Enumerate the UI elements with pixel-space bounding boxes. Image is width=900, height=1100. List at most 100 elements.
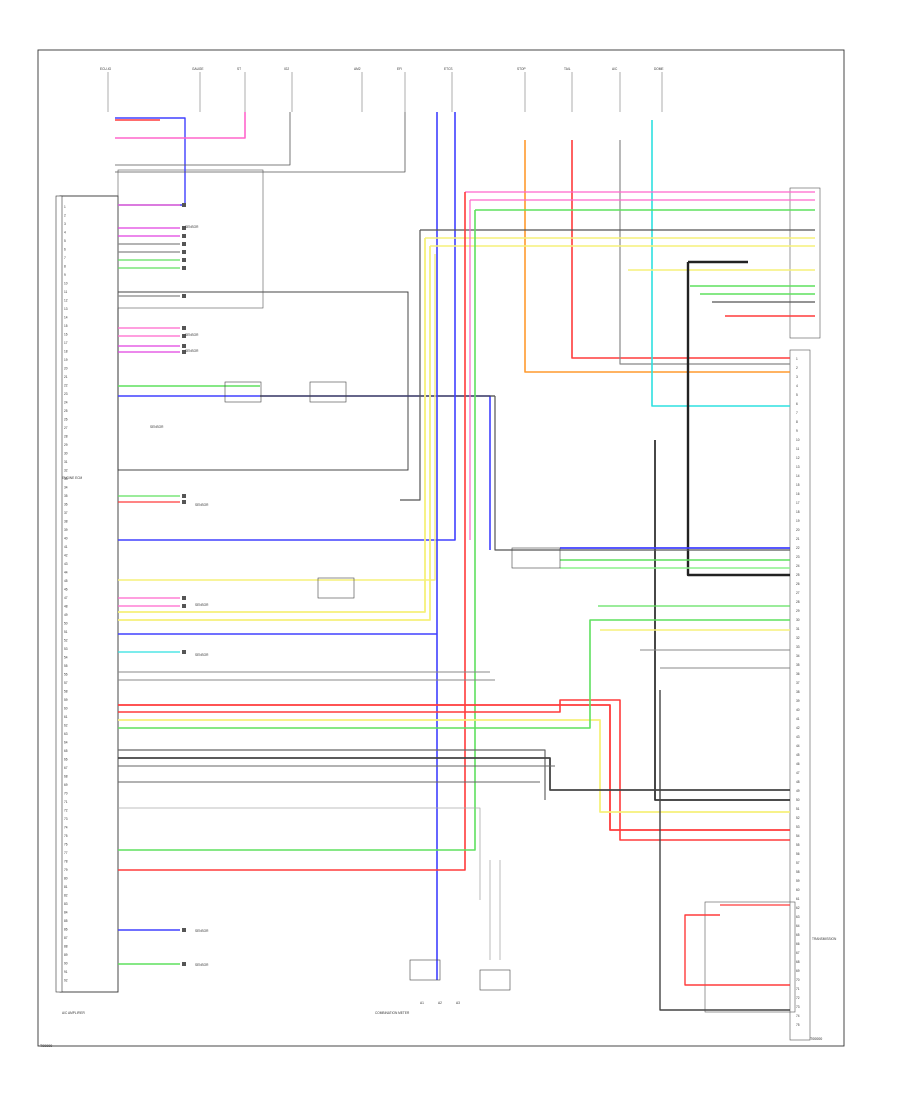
fuse-label-7: STOP xyxy=(517,67,526,71)
right-pin-75: 75 xyxy=(796,1023,800,1027)
bottom-component-1 xyxy=(409,959,441,981)
right-pin-52: 52 xyxy=(796,816,800,820)
sensor-label-s2: SENSOR xyxy=(185,333,199,337)
right-pin-68: 68 xyxy=(796,960,800,964)
fuse-label-3: IG2 xyxy=(284,67,289,71)
fuse-label-4: AM2 xyxy=(354,67,361,71)
right-pin-31: 31 xyxy=(796,627,800,631)
right-pin-13: 13 xyxy=(796,465,800,469)
ecm-pin-53: 53 xyxy=(64,647,68,651)
ecm-pin-34: 34 xyxy=(64,486,68,490)
ecm-pin-64: 64 xyxy=(64,741,68,745)
right-pin-12: 12 xyxy=(796,456,800,460)
ecm-pin-52: 52 xyxy=(64,639,68,643)
ecm-pin-84: 84 xyxy=(64,911,68,915)
ecm-pin-85: 85 xyxy=(64,919,68,923)
ecm-pin-11: 11 xyxy=(64,290,68,294)
wire-gray-c xyxy=(118,749,546,800)
ecm-pin-70: 70 xyxy=(64,792,68,796)
ecm-pin-16: 16 xyxy=(64,333,68,337)
ecm-pin-80: 80 xyxy=(64,877,68,881)
right-pin-29: 29 xyxy=(796,609,800,613)
ecm-pin-48: 48 xyxy=(64,605,68,609)
ecm-pin-15: 15 xyxy=(64,324,68,328)
right-pin-27: 27 xyxy=(796,591,800,595)
right-pin-30: 30 xyxy=(796,618,800,622)
ecm-pin-91: 91 xyxy=(64,970,68,974)
right-pin-6: 6 xyxy=(796,402,798,406)
ecm-pin-57: 57 xyxy=(64,681,68,685)
wire-red-2 xyxy=(571,140,790,359)
ecm-pin-71: 71 xyxy=(64,800,68,804)
footer-right-label: T00000 xyxy=(810,1037,822,1041)
right-pin-73: 73 xyxy=(796,1005,800,1009)
ecm-pin-44: 44 xyxy=(64,571,68,575)
connector-dot4-2 xyxy=(182,596,186,600)
ecm-pin-78: 78 xyxy=(64,860,68,864)
right-pin-43: 43 xyxy=(796,735,800,739)
connector-dot-0 xyxy=(182,203,186,207)
sensor-label-s9: SENSOR xyxy=(195,963,209,967)
right-pin-18: 18 xyxy=(796,510,800,514)
ecm-pin-37: 37 xyxy=(64,511,68,515)
connector-dot-1 xyxy=(182,226,186,230)
bottom-right-box xyxy=(704,901,796,1013)
ecm-pin-81: 81 xyxy=(64,885,68,889)
ecm-pin-5: 5 xyxy=(64,239,66,243)
ecm-pin-17: 17 xyxy=(64,341,68,345)
ecm-pin-36: 36 xyxy=(64,503,68,507)
ecm-pin-42: 42 xyxy=(64,554,68,558)
right-pin-61: 61 xyxy=(796,897,800,901)
ecm-pin-4: 4 xyxy=(64,231,66,235)
ecm-pin-39: 39 xyxy=(64,528,68,532)
right-pin-34: 34 xyxy=(796,654,800,658)
ecm-connector-edge xyxy=(55,195,63,993)
fuse-label-5: EFI xyxy=(397,67,402,71)
ecm-pin-88: 88 xyxy=(64,945,68,949)
right-pin-65: 65 xyxy=(796,933,800,937)
fuse-label-9: A/C xyxy=(612,67,618,71)
right-pin-20: 20 xyxy=(796,528,800,532)
ecm-pin-63: 63 xyxy=(64,732,68,736)
ecm-pin-58: 58 xyxy=(64,690,68,694)
right-pin-10: 10 xyxy=(796,438,800,442)
ecm-pin-18: 18 xyxy=(64,350,68,354)
wire-green-mid2 xyxy=(118,619,790,729)
wire-cyan xyxy=(651,120,790,407)
right-pin-46: 46 xyxy=(796,762,800,766)
right-pin-9: 9 xyxy=(796,429,798,433)
right-pin-67: 67 xyxy=(796,951,800,955)
ecm-pin-46: 46 xyxy=(64,588,68,592)
ecm-pin-51: 51 xyxy=(64,630,68,634)
ecm-pin-41: 41 xyxy=(64,545,68,549)
ecm-pin-76: 76 xyxy=(64,843,68,847)
ecm-pin-86: 86 xyxy=(64,928,68,932)
right-pin-60: 60 xyxy=(796,888,800,892)
ecm-pin-2: 2 xyxy=(64,214,66,218)
right-ecu-label: TRANSMISSION xyxy=(812,937,837,941)
right-pin-47: 47 xyxy=(796,771,800,775)
ecm-pin-65: 65 xyxy=(64,749,68,753)
ecm-label: ENGINE ECM xyxy=(62,476,83,480)
sensor-label-s8: SENSOR xyxy=(195,929,209,933)
ecm-pin-40: 40 xyxy=(64,537,68,541)
right-pin-17: 17 xyxy=(796,501,800,505)
wire-red-long xyxy=(118,192,466,871)
ecm-pin-23: 23 xyxy=(64,392,68,396)
ecm-pin-74: 74 xyxy=(64,826,68,830)
ecm-pin-24: 24 xyxy=(64,401,68,405)
connector-dot2-0 xyxy=(182,326,186,330)
ecm-pin-62: 62 xyxy=(64,724,68,728)
wire-gray-mid xyxy=(494,396,790,551)
right-connector-box xyxy=(789,349,811,1041)
wire-black-r xyxy=(659,690,790,1011)
wire-red-mid xyxy=(118,704,790,831)
ecm-connector-box xyxy=(59,195,119,993)
ecm-pin-12: 12 xyxy=(64,299,68,303)
connector-dot4-3 xyxy=(182,604,186,608)
wire-gray-2 xyxy=(619,140,790,365)
ecm-pin-89: 89 xyxy=(64,953,68,957)
ecm-pin-72: 72 xyxy=(64,809,68,813)
right-pin-51: 51 xyxy=(796,807,800,811)
right-pin-58: 58 xyxy=(796,870,800,874)
